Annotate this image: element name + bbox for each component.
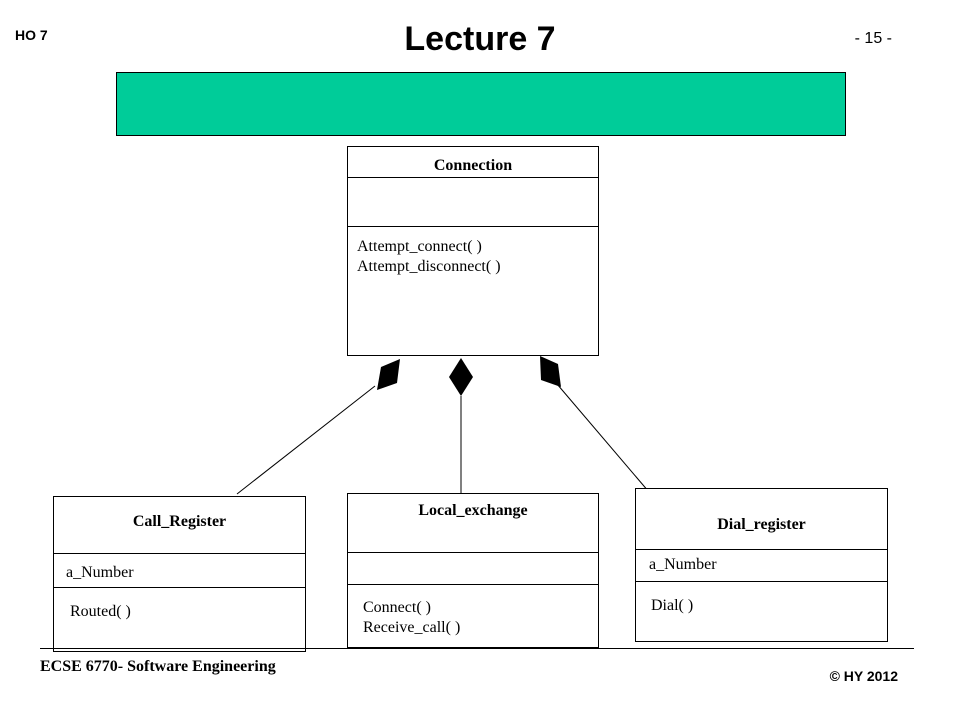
- link-dial-register: [556, 383, 650, 493]
- copyright: © HY 2012: [829, 668, 898, 684]
- class-divider: [636, 549, 887, 550]
- title-banner: [116, 72, 846, 136]
- footer-divider: [40, 648, 914, 649]
- class-dial-register: Dial_register a_Number Dial( ): [635, 488, 888, 642]
- course-name: ECSE 6770- Software Engineering: [40, 658, 276, 675]
- class-name-dial-register: Dial_register: [717, 516, 806, 533]
- class-divider: [54, 553, 305, 554]
- class-divider: [636, 581, 887, 582]
- class-divider: [348, 584, 598, 585]
- operation: Attempt_disconnect( ): [357, 258, 501, 275]
- class-divider: [348, 552, 598, 553]
- class-divider: [348, 226, 598, 227]
- operation: Connect( ): [363, 599, 431, 616]
- class-divider: [54, 587, 305, 588]
- attribute: a_Number: [649, 556, 717, 573]
- composition-diamond-center: [449, 358, 473, 396]
- class-connection: Connection Attempt_connect( ) Attempt_di…: [347, 146, 599, 356]
- class-name-connection: Connection: [433, 157, 513, 174]
- operation: Dial( ): [651, 597, 694, 614]
- handout-label: HO 7: [15, 27, 48, 43]
- page-number: - 15 -: [854, 30, 892, 47]
- operation: Receive_call( ): [363, 619, 461, 636]
- page-title: Lecture 7: [404, 20, 556, 58]
- composition-diamond-right: [540, 356, 561, 387]
- class-divider: [348, 177, 598, 178]
- class-name-call-register: Call_Register: [132, 513, 227, 530]
- composition-diamond-left: [377, 359, 400, 390]
- attribute: a_Number: [66, 564, 134, 581]
- link-call-register: [236, 385, 376, 495]
- class-name-local-exchange: Local_exchange: [418, 502, 528, 519]
- operation: Routed( ): [70, 603, 131, 620]
- class-local-exchange: Local_exchange Connect( ) Receive_call( …: [347, 493, 599, 648]
- operation: Attempt_connect( ): [357, 238, 482, 255]
- class-call-register: Call_Register a_Number Routed( ): [53, 496, 306, 652]
